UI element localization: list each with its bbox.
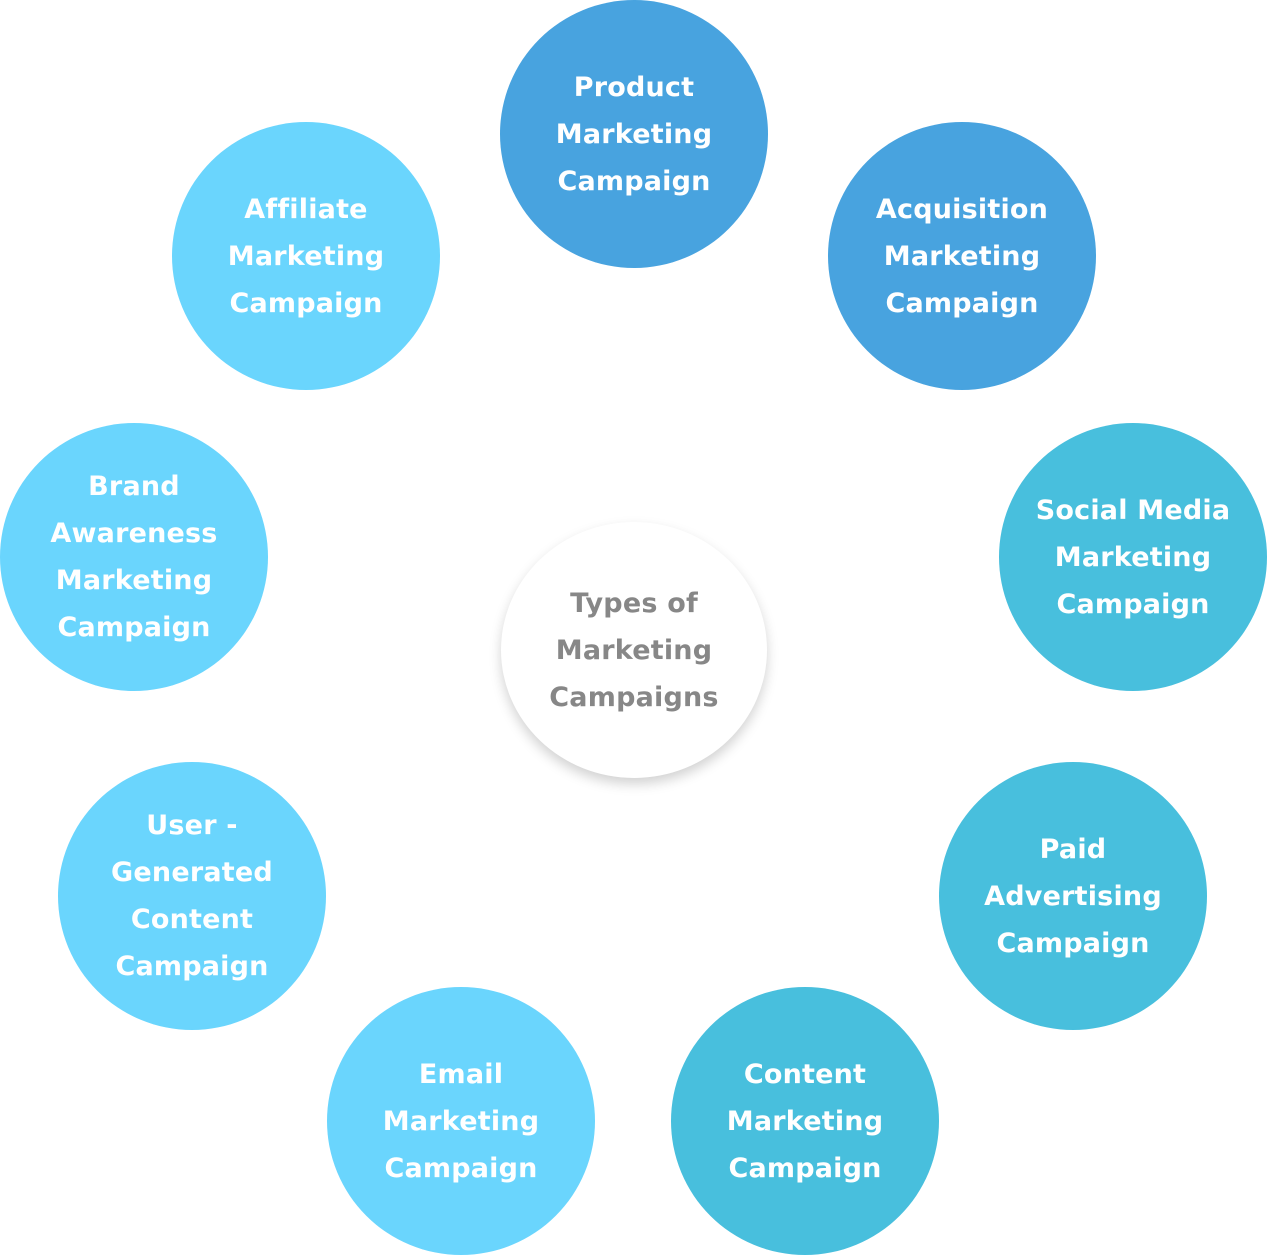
node-label-line: Brand: [88, 471, 180, 502]
node-label-line: Campaign: [728, 1152, 882, 1184]
node-label-line: Campaign: [557, 165, 711, 197]
node-label-line: Content: [743, 1058, 867, 1090]
node-label-line: Content: [130, 904, 254, 935]
node-label-line: Paid: [1039, 833, 1107, 865]
node-label-line: Marketing: [55, 565, 213, 596]
node-label-line: Marketing: [227, 240, 385, 272]
node-label-line: Campaigns: [549, 681, 719, 713]
node-label-line: Marketing: [382, 1105, 540, 1137]
node-label-line: Types of: [570, 587, 698, 619]
node-label-line: Social Media: [1035, 494, 1231, 526]
node-label-line: Campaign: [384, 1152, 538, 1184]
node-label-line: Marketing: [555, 634, 713, 666]
node-label-line: Campaign: [115, 951, 269, 982]
node-label-line: Acquisition: [875, 193, 1049, 225]
node-label-line: Generated: [111, 857, 273, 888]
node-label-line: Marketing: [555, 118, 713, 150]
node-label-line: Campaign: [996, 927, 1150, 959]
node-label-line: Marketing: [883, 240, 1041, 272]
node-label-line: Marketing: [726, 1105, 884, 1137]
node-label-line: Marketing: [1054, 541, 1212, 573]
node-label-line: Advertising: [984, 880, 1162, 912]
node-label-line: Email: [418, 1058, 504, 1090]
node-label-line: Affiliate: [244, 193, 368, 225]
node-label-line: Awareness: [50, 518, 218, 549]
node-label-line: User -: [146, 810, 238, 841]
node-label-line: Campaign: [229, 287, 383, 319]
node-label-line: Campaign: [885, 287, 1039, 319]
node-label-line: Product: [573, 71, 695, 103]
node-label-line: Campaign: [57, 612, 211, 643]
node-label-line: Campaign: [1056, 588, 1210, 620]
